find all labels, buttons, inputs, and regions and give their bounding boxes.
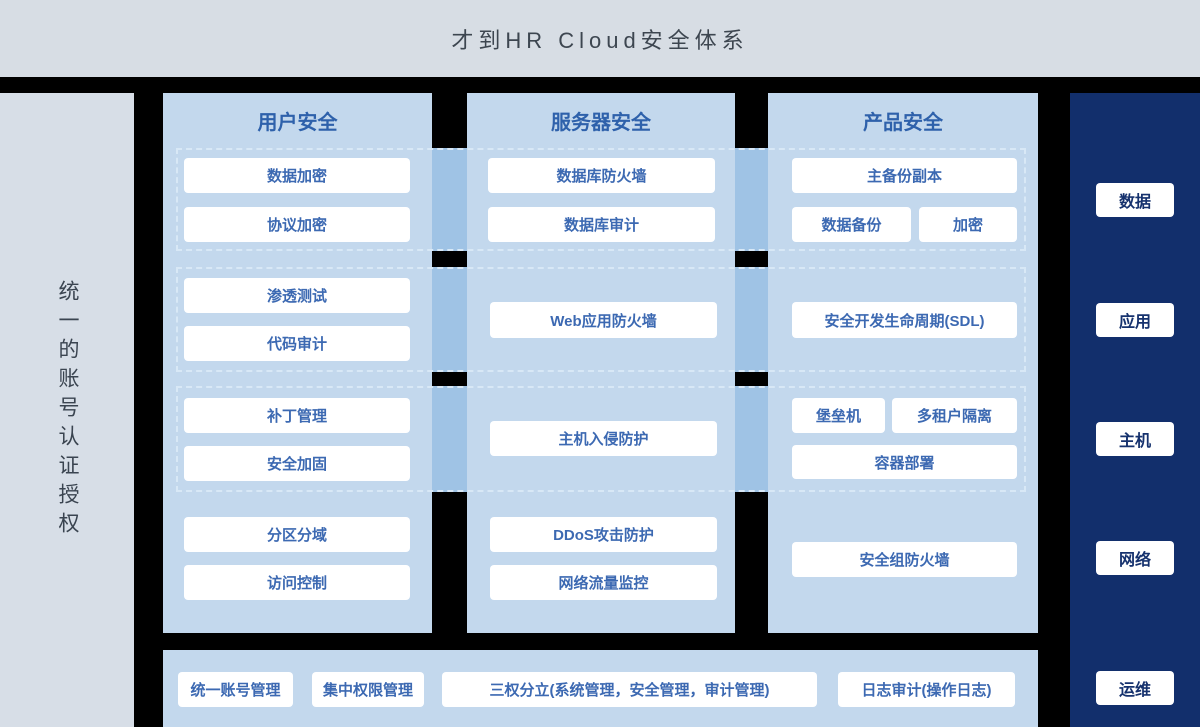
bottom-governance-bar: 统一账号管理 集中权限管理 三权分立(系统管理，安全管理，审计管理) 日志审计(…: [163, 650, 1038, 727]
pill-patch-management: 补丁管理: [184, 398, 410, 433]
layer-data: 数据: [1096, 183, 1174, 217]
layers-panel: 数据 应用 主机 网络 运维: [1070, 93, 1200, 727]
pill-security-group-firewall: 安全组防火墙: [792, 542, 1017, 577]
pill-partition-zoning: 分区分域: [184, 517, 410, 552]
layer-application: 应用: [1096, 303, 1174, 337]
pill-centralized-permission-management: 集中权限管理: [312, 672, 424, 707]
column-product-security-title: 产品安全: [863, 112, 943, 134]
pill-encryption: 加密: [919, 207, 1017, 242]
pill-container-deployment: 容器部署: [792, 445, 1017, 479]
pill-penetration-testing: 渗透测试: [184, 278, 410, 313]
pill-data-backup: 数据备份: [792, 207, 911, 242]
column-server-security-title: 服务器安全: [551, 112, 651, 134]
pill-bastion-host: 堡垒机: [792, 398, 885, 433]
pill-database-audit: 数据库审计: [488, 207, 715, 242]
connector-band: [735, 267, 768, 372]
pill-web-application-firewall: Web应用防火墙: [490, 302, 717, 338]
pill-unified-account-management: 统一账号管理: [178, 672, 293, 707]
layer-host: 主机: [1096, 422, 1174, 456]
pill-data-encryption: 数据加密: [184, 158, 410, 193]
connector-band: [432, 148, 467, 251]
column-user-security-title: 用户安全: [257, 112, 338, 134]
connector-band: [432, 267, 467, 372]
pill-access-control: 访问控制: [184, 565, 410, 600]
pill-multi-tenant-isolation: 多租户隔离: [892, 398, 1017, 433]
pill-ddos-protection: DDoS攻击防护: [490, 517, 717, 552]
pill-code-audit: 代码审计: [184, 326, 410, 361]
pill-separation-of-powers: 三权分立(系统管理，安全管理，审计管理): [442, 672, 817, 707]
page-title: 才到HR Cloud安全体系: [451, 27, 749, 53]
pill-secure-development-lifecycle: 安全开发生命周期(SDL): [792, 302, 1017, 338]
layer-network: 网络: [1096, 541, 1174, 575]
pill-security-hardening: 安全加固: [184, 446, 410, 481]
pill-log-audit: 日志审计(操作日志): [838, 672, 1015, 707]
row-band-host-layer: [176, 386, 1026, 492]
pill-host-intrusion-prevention: 主机入侵防护: [490, 421, 717, 456]
unified-auth-panel: 统一的账号认证授权: [0, 93, 134, 727]
row-band-data-layer: [176, 148, 1026, 251]
connector-band: [735, 148, 768, 251]
pill-primary-backup-replica: 主备份副本: [792, 158, 1017, 193]
pill-protocol-encryption: 协议加密: [184, 207, 410, 242]
page-header: 才到HR Cloud安全体系: [0, 0, 1200, 77]
pill-database-firewall: 数据库防火墙: [488, 158, 715, 193]
connector-band: [735, 386, 768, 492]
unified-auth-label: 统一的账号认证授权: [56, 279, 79, 541]
row-band-application-layer: [176, 267, 1026, 372]
connector-band: [432, 386, 467, 492]
pill-network-traffic-monitoring: 网络流量监控: [490, 565, 717, 600]
layer-operations: 运维: [1096, 671, 1174, 705]
